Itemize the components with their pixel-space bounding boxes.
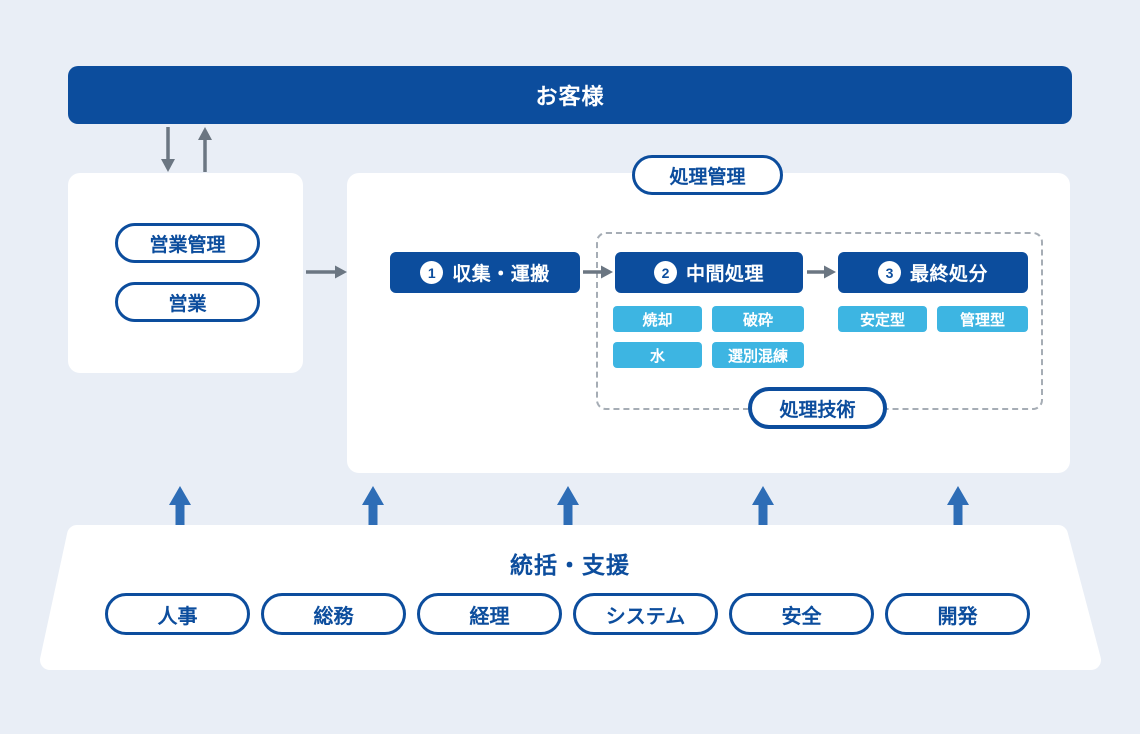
support-up-arrow-icon <box>169 486 969 533</box>
processing-management-label: 処理管理 <box>669 166 746 188</box>
method-incineration: 焼却 <box>613 306 702 332</box>
method-managed-type: 管理型 <box>937 306 1028 332</box>
customer-bar-label: お客様 <box>535 84 605 109</box>
step-1-label: 収集・運搬 <box>452 264 550 285</box>
step-2-number-badge: 2 <box>653 261 677 284</box>
sales-panel <box>68 173 303 373</box>
processing-technology-label: 処理技術 <box>779 399 856 421</box>
sales-label: 営業 <box>168 293 207 315</box>
step-3-number-badge: 3 <box>877 261 901 284</box>
method-water: 水 <box>613 342 702 368</box>
support-pill-system: システム <box>573 593 718 635</box>
sales-management-label: 営業管理 <box>149 234 226 256</box>
sales-to-process-arrow-icon <box>306 265 347 279</box>
sales-pill: 営業 <box>115 282 260 322</box>
support-pill-general-affairs: 総務 <box>261 593 406 635</box>
support-pill-safety: 安全 <box>729 593 874 635</box>
customer-bar: お客様 <box>68 66 1072 124</box>
processing-technology-pill: 処理技術 <box>748 387 887 429</box>
support-section-title: 統括・支援 <box>510 552 630 578</box>
step-intermediate-processing: 2 中間処理 <box>615 252 803 293</box>
step-collection-transport: 1 収集・運搬 <box>390 252 580 293</box>
customer-up-arrow-icon <box>198 127 212 172</box>
method-sorting-kneading: 選別混練 <box>712 342 804 368</box>
step-2-label: 中間処理 <box>685 264 764 285</box>
processing-management-pill: 処理管理 <box>632 155 783 195</box>
support-pill-accounting: 経理 <box>417 593 562 635</box>
method-crushing: 破砕 <box>712 306 804 332</box>
step-1-number-badge: 1 <box>420 261 444 284</box>
support-pill-hr: 人事 <box>105 593 250 635</box>
step-final-disposal: 3 最終処分 <box>838 252 1028 293</box>
method-stable-type: 安定型 <box>838 306 927 332</box>
sales-management-pill: 営業管理 <box>115 223 260 263</box>
step-3-label: 最終処分 <box>909 264 988 285</box>
support-pill-development: 開発 <box>885 593 1030 635</box>
customer-down-arrow-icon <box>161 127 175 172</box>
